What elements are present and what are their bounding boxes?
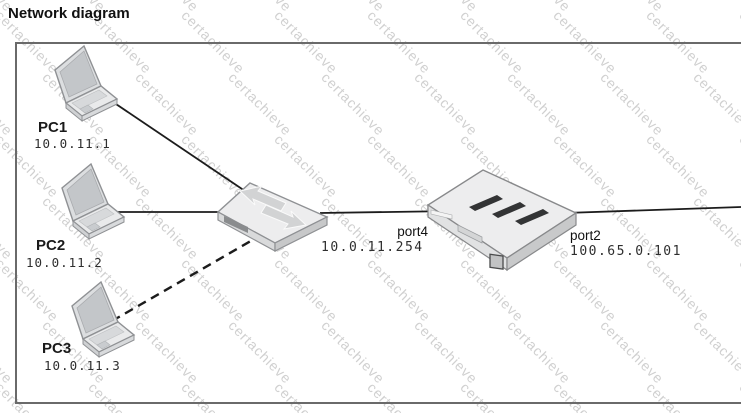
router-port4-ip: 10.0.11.254 <box>321 240 424 255</box>
pc3-ip: 10.0.11.3 <box>44 358 121 373</box>
switch-icon <box>216 182 329 253</box>
pc2-laptop-icon <box>61 163 125 240</box>
router-icon <box>426 169 578 272</box>
diagram-border-box <box>15 42 741 404</box>
link-pc1-switch <box>109 99 246 192</box>
router-port2-ip: 100.65.0.101 <box>570 244 682 259</box>
page-title: Network diagram <box>8 5 130 22</box>
link-pc3-switch-dashed <box>111 236 257 323</box>
router-port2-label: port2 <box>570 228 601 243</box>
router-port4-label: port4 <box>397 224 428 239</box>
link-router-external <box>564 206 741 214</box>
pc2-label: PC2 <box>36 237 66 254</box>
pc1-laptop-icon <box>54 45 118 122</box>
pc3-label: PC3 <box>42 340 72 357</box>
pc3-laptop-icon <box>71 281 135 358</box>
pc1-ip: 10.0.11.1 <box>34 136 111 151</box>
pc2-ip: 10.0.11.2 <box>26 255 103 270</box>
pc1-label: PC1 <box>38 119 68 136</box>
